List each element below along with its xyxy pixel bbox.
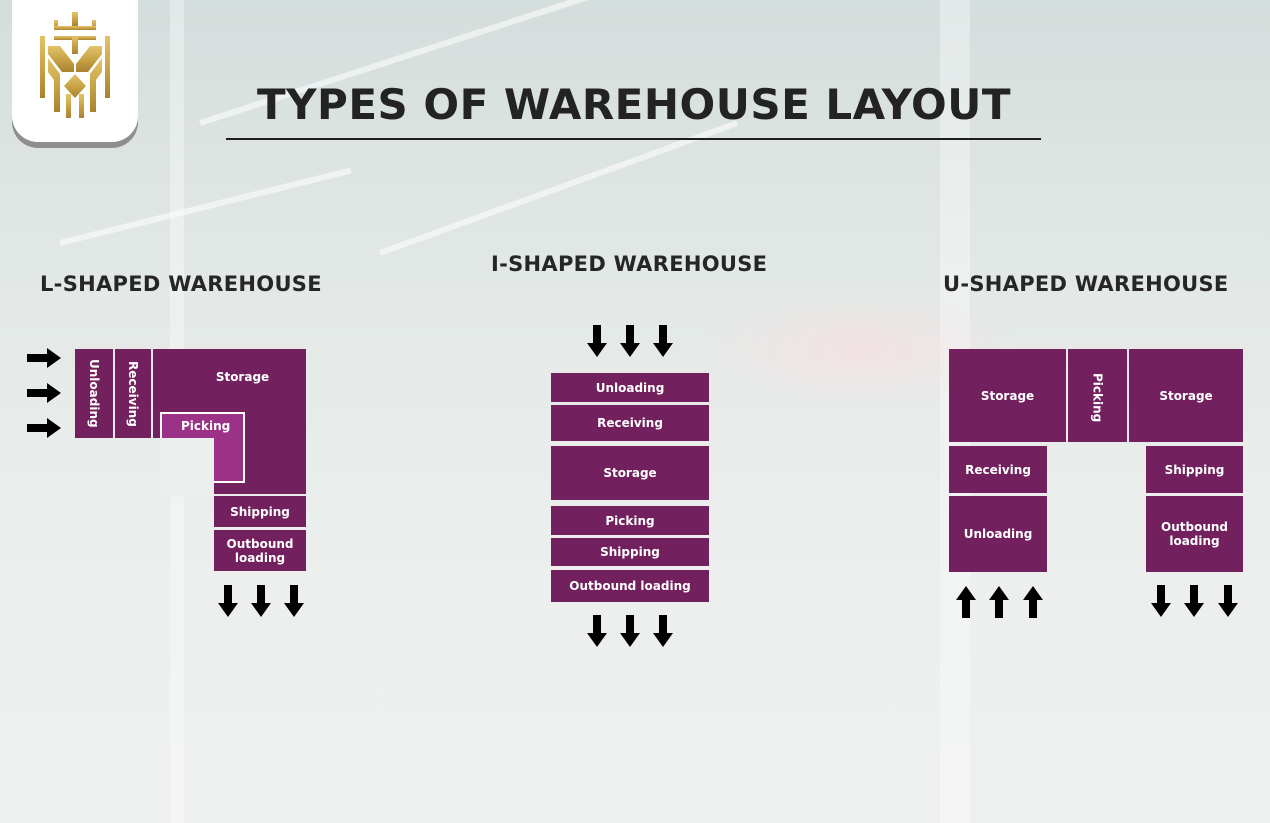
block-label: Unloading <box>87 359 101 428</box>
arrow-down-icon <box>653 615 673 647</box>
block-label: Outbound loading <box>569 579 691 593</box>
block-label: Picking <box>605 513 655 528</box>
block-label: Unloading <box>963 527 1033 541</box>
u-block-picking: Picking <box>1068 349 1127 442</box>
l-block-unloading: Unloading <box>75 349 113 438</box>
i-block-shipping: Shipping <box>551 538 709 566</box>
arrow-down-icon <box>251 585 271 617</box>
block-label: Receiving <box>965 463 1031 477</box>
block-label: Outbound loading <box>1161 520 1228 548</box>
arrow-up-icon <box>989 586 1009 618</box>
block-label: Picking <box>1090 373 1105 423</box>
l-block-outbound: Outbound loading <box>214 530 306 571</box>
l-block-receiving: Receiving <box>115 349 151 438</box>
page-title: TYPES OF WAREHOUSE LAYOUT <box>256 80 1012 129</box>
block-label: Storage <box>980 388 1035 403</box>
l-block-picking-lower <box>214 436 245 483</box>
block-label: Receiving <box>126 360 140 427</box>
arrow-down-icon <box>1184 585 1204 617</box>
u-block-outbound: Outbound loading <box>1146 496 1243 572</box>
l-shaped-heading: L-SHAPED WAREHOUSE <box>40 272 322 296</box>
arrow-right-icon <box>27 348 61 368</box>
arrow-down-icon <box>218 585 238 617</box>
block-label: Shipping <box>1164 462 1225 477</box>
u-block-shipping: Shipping <box>1146 446 1243 493</box>
arrow-down-icon <box>620 325 640 357</box>
block-label: Receiving <box>597 416 663 430</box>
arrow-up-icon <box>956 586 976 618</box>
arrow-down-icon <box>587 325 607 357</box>
u-block-storage-right: Storage <box>1129 349 1243 442</box>
i-block-picking: Picking <box>551 506 709 535</box>
arrow-down-icon <box>1151 585 1171 617</box>
arrow-down-icon <box>1218 585 1238 617</box>
title-underline <box>226 138 1041 140</box>
i-block-outbound: Outbound loading <box>551 570 709 602</box>
arrow-right-icon <box>27 383 61 403</box>
arrow-up-icon <box>1023 586 1043 618</box>
block-label: Storage <box>215 370 270 384</box>
block-label: Storage <box>1159 388 1213 403</box>
l-block-shipping: Shipping <box>214 496 306 527</box>
block-label: Unloading <box>595 380 665 395</box>
arrow-right-icon <box>27 418 61 438</box>
l-block-picking: Picking <box>160 412 245 438</box>
i-shaped-heading: I-SHAPED WAREHOUSE <box>491 252 768 276</box>
arrow-down-icon <box>587 615 607 647</box>
block-label: Outbound loading <box>226 536 294 565</box>
block-label: Storage <box>603 466 657 480</box>
logo-card <box>12 0 138 142</box>
block-label: Picking <box>181 419 231 433</box>
arrow-down-icon <box>284 585 304 617</box>
u-block-storage-left: Storage <box>949 349 1066 442</box>
u-block-unloading: Unloading <box>949 496 1047 572</box>
block-label: Shipping <box>600 545 660 559</box>
arrow-down-icon <box>653 325 673 357</box>
block-label: Shipping <box>230 504 290 519</box>
u-block-receiving: Receiving <box>949 446 1047 493</box>
i-block-unloading: Unloading <box>551 373 709 402</box>
arrow-down-icon <box>620 615 640 647</box>
i-block-storage: Storage <box>551 446 709 500</box>
u-shaped-heading: U-SHAPED WAREHOUSE <box>943 272 1229 296</box>
crown-lion-shield-logo-icon <box>40 12 110 118</box>
i-block-receiving: Receiving <box>551 405 709 441</box>
l-cutout <box>160 438 214 496</box>
